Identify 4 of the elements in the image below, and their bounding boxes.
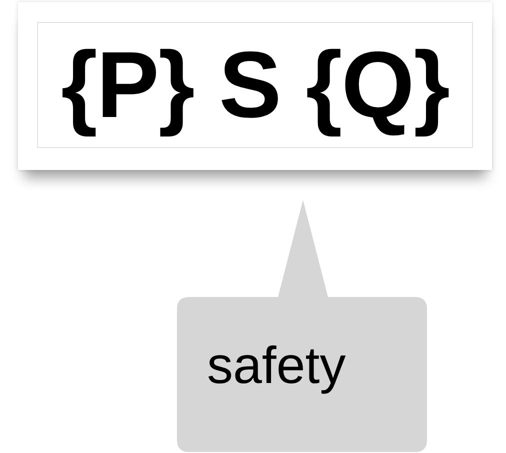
hoare-triple: {P} S {Q}	[60, 31, 450, 139]
callout-text: safety	[207, 340, 346, 392]
callout-bubble	[177, 200, 427, 452]
formula-card	[18, 2, 492, 170]
